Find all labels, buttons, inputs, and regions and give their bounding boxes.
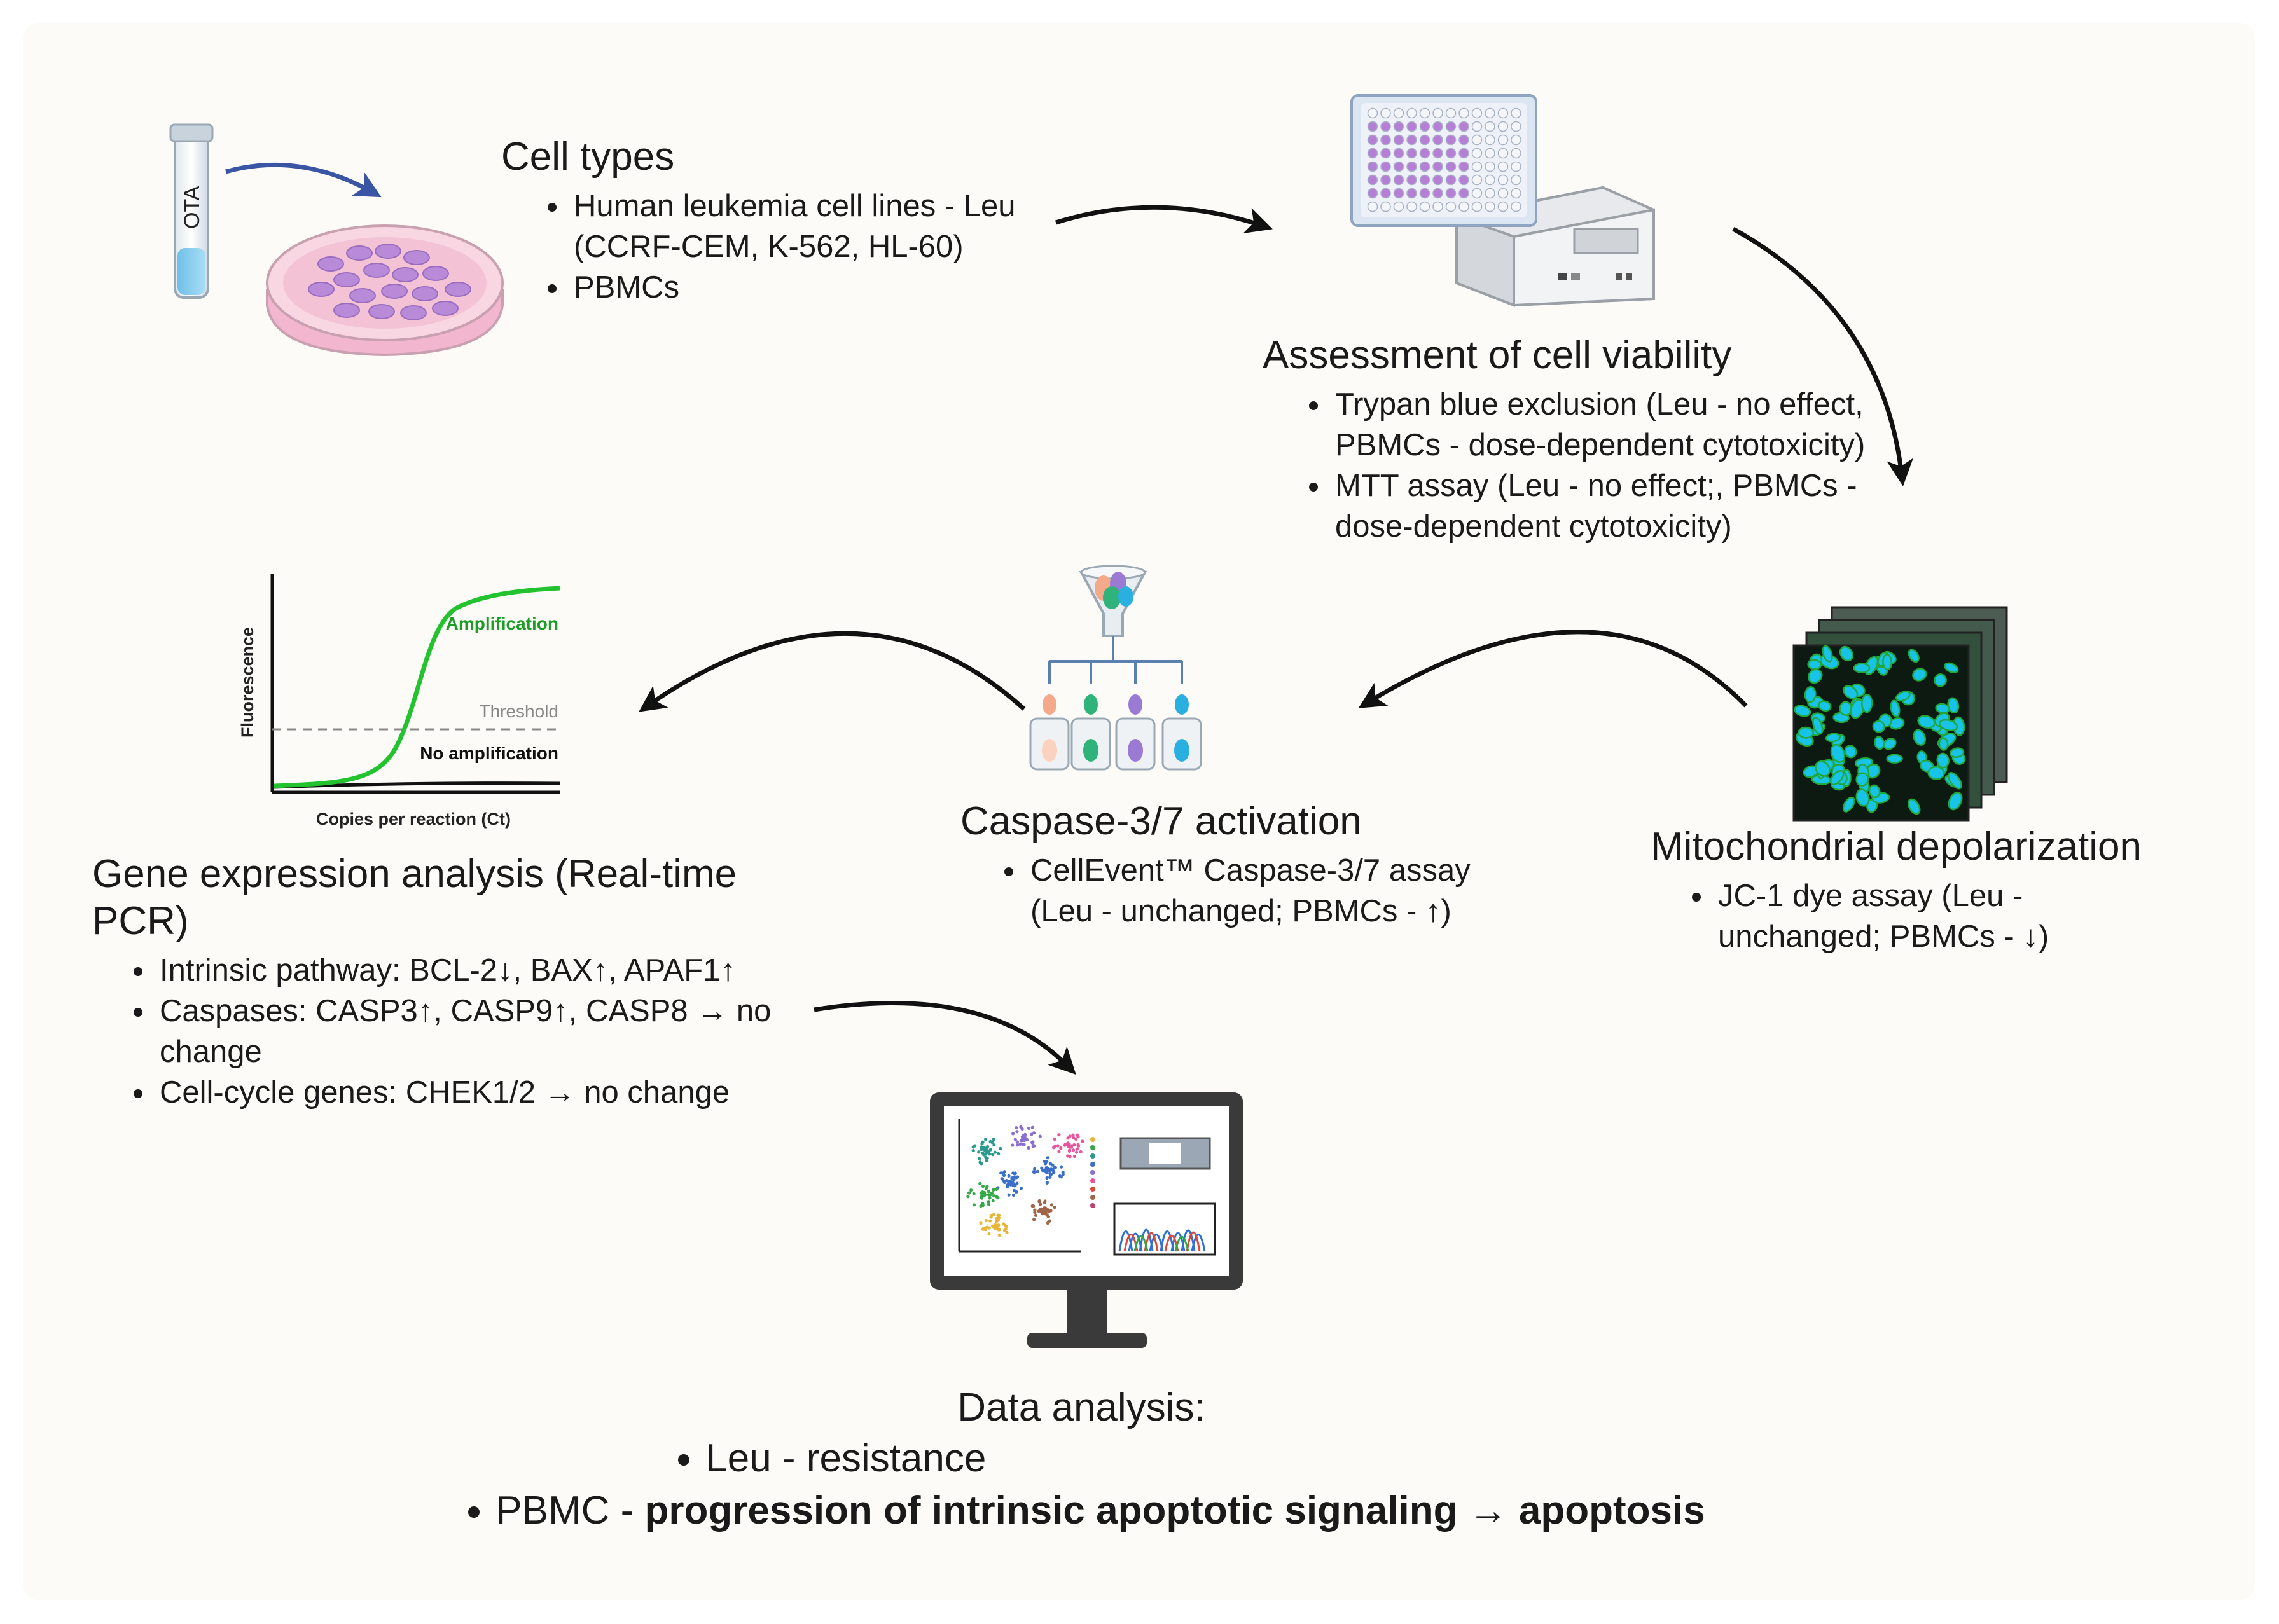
gene-expression-list: Intrinsic pathway: BCL-2↓, BAX↑, APAF1↑ … [92, 950, 875, 1113]
viability-block: Assessment of cell viability Trypan blue… [1263, 332, 1937, 547]
pcr-ylabel: Fluorescence [238, 627, 257, 738]
list-item: PBMC - progression of intrinsic apoptoti… [495, 1485, 1705, 1537]
pbmc-prefix: PBMC - [495, 1489, 645, 1532]
cell-sorting-icon [1029, 565, 1202, 771]
mito-title: Mitochondrial depolarization [1651, 825, 2142, 869]
list-item: CellEvent™ Caspase-3/7 assay (Leu - unch… [1027, 850, 1510, 932]
arrow-caspase-to-gene [639, 631, 1026, 712]
pcr-amplification-label: Amplification [446, 614, 558, 633]
data-analysis-title: Data analysis: [957, 1386, 1205, 1429]
cell-types-block: Cell types Human leukemia cell lines - L… [501, 134, 1074, 308]
arrow-gene-to-data [814, 1001, 1076, 1075]
mitochondria-images-icon [1792, 606, 2008, 822]
viability-title: Assessment of cell viability [1263, 333, 1732, 377]
mito-list: JC-1 dye assay (Leu - unchanged; PBMCs -… [1651, 876, 2070, 957]
computer-monitor-icon [930, 1092, 1243, 1348]
pcr-threshold-label: Threshold [479, 701, 558, 721]
tube-label: OTA [180, 186, 204, 229]
mito-block: Mitochondrial depolarization JC-1 dye as… [1651, 823, 2223, 957]
arrow-mito-to-caspase [1358, 630, 1748, 708]
list-item: Human leukemia cell lines - Leu (CCRF-CE… [570, 186, 1074, 267]
pcr-no-amplification-label: No amplification [420, 743, 558, 763]
petri-dish-icon [266, 224, 504, 357]
plate-reader-icon [1350, 94, 1655, 307]
gene-expression-block: Gene expression analysis (Real-time PCR)… [92, 851, 836, 1113]
gene-expression-title: Gene expression analysis (Real-time PCR) [92, 852, 737, 943]
list-item: PBMCs [570, 267, 1074, 308]
list-item: Caspases: CASP3↑, CASP9↑, CASP8 → no cha… [156, 991, 783, 1072]
list-item: Trypan blue exclusion (Leu - no effect, … [1331, 384, 1937, 465]
caspase-title: Caspase-3/7 activation [960, 799, 1362, 843]
data-analysis-list: Leu - resistance PBMC - progression of i… [457, 1433, 1705, 1537]
cell-types-list: Human leukemia cell lines - Leu (CCRF-CE… [501, 186, 1074, 308]
arrow-viability-to-mito [1732, 226, 1913, 486]
cell-types-title: Cell types [501, 135, 675, 179]
ota-tube-icon: OTA [169, 123, 214, 299]
arrow-to-viability [1055, 205, 1273, 233]
list-item: Leu - resistance [705, 1433, 1705, 1485]
pcr-xlabel: Copies per reaction (Ct) [316, 809, 511, 829]
data-analysis-block: Data analysis: Leu - resistance PBMC - p… [445, 1383, 1717, 1537]
list-item: JC-1 dye assay (Leu - unchanged; PBMCs -… [1714, 876, 2070, 957]
caspase-block: Caspase-3/7 activation CellEvent™ Caspas… [960, 798, 1533, 932]
transfer-arrow [225, 162, 382, 198]
pcr-graph: Fluorescence Copies per reaction (Ct) Am… [238, 574, 560, 829]
pbmc-conclusion: progression of intrinsic apoptotic signa… [644, 1489, 1705, 1532]
list-item: Cell-cycle genes: CHEK1/2 → no change [156, 1072, 875, 1113]
list-item: Intrinsic pathway: BCL-2↓, BAX↑, APAF1↑ [156, 950, 875, 991]
list-item: MTT assay (Leu - no effect;, PBMCs - dos… [1331, 465, 1937, 547]
viability-list: Trypan blue exclusion (Leu - no effect, … [1263, 384, 1937, 547]
caspase-list: CellEvent™ Caspase-3/7 assay (Leu - unch… [960, 850, 1510, 932]
amplification-curve [273, 586, 560, 788]
